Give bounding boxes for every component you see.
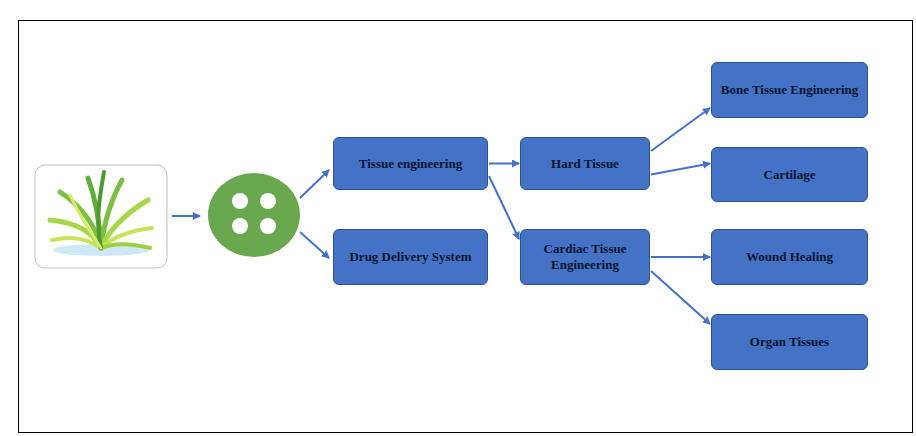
box-label: Hard Tissue [551,156,619,172]
particle-ellipse [208,173,300,257]
flow-arrow [651,108,710,151]
process-box: Wound Healing [711,229,868,285]
plant-icon [50,172,152,256]
flow-arrow [489,163,519,165]
flow-arrow [300,232,329,258]
box-label: Bone Tissue Engineering [721,82,859,98]
flow-arrow [651,164,710,175]
process-box: Drug Delivery System [333,229,488,285]
plant-panel [35,165,167,268]
process-box: Organ Tissues [711,314,868,370]
process-box: Cartilage [711,147,868,202]
box-label: Cartilage [764,167,816,183]
box-label: Organ Tissues [750,334,829,350]
flow-arrow [651,256,710,258]
flow-arrow [651,271,710,324]
box-label: Tissue engineering [359,156,462,172]
box-label: Cardiac Tissue Engineering [529,241,641,272]
box-label: Drug Delivery System [349,249,471,265]
process-box: Hard Tissue [520,137,650,190]
box-label: Wound Healing [746,249,833,265]
process-box: Bone Tissue Engineering [711,62,868,118]
flow-arrow [489,176,519,239]
process-box: Cardiac Tissue Engineering [520,229,650,285]
flow-arrow [300,170,329,198]
flow-arrow [172,215,200,217]
particle-dots [232,193,276,234]
process-box: Tissue engineering [333,137,488,190]
